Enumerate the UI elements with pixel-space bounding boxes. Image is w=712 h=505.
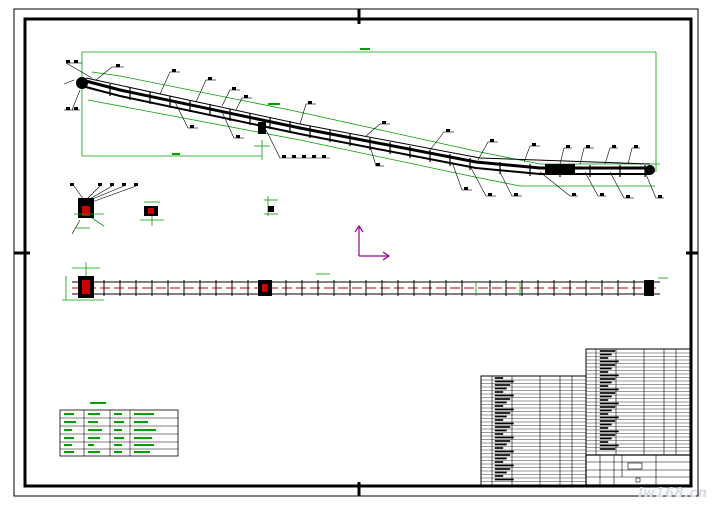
- parts-list-entry: [599, 399, 609, 401]
- parts-list-entry: [494, 394, 514, 397]
- title-block: [585, 454, 692, 486]
- tail-pulley: [645, 165, 655, 175]
- parts-list-entry: [494, 454, 511, 456]
- parts-list-left: [480, 375, 587, 486]
- watermark: lw168.cn: [638, 486, 708, 501]
- parts-list-entry: [494, 468, 511, 470]
- parts-list-entry: [494, 422, 514, 425]
- plan-view: [62, 262, 668, 301]
- leader-tags: [66, 60, 662, 198]
- parts-list-entry: [494, 412, 511, 414]
- parts-list-entry: [599, 392, 616, 394]
- parts-list-entry: [494, 436, 514, 439]
- parts-list-entry: [599, 395, 612, 398]
- parts-list-entry: [494, 440, 511, 442]
- parts-list-entry: [494, 415, 507, 418]
- conveyor-belt-top: [81, 78, 650, 170]
- parts-list-entry: [494, 401, 507, 404]
- parts-list-entry: [599, 350, 616, 352]
- parts-list-entry: [599, 427, 609, 429]
- parts-list-entry: [599, 416, 619, 419]
- centring-marks: [14, 9, 698, 496]
- parts-list-entry: [494, 384, 511, 386]
- parts-list-entry: [494, 405, 504, 407]
- parts-list-entry: [494, 464, 514, 467]
- legend-table: [59, 402, 179, 457]
- parts-list-entry: [599, 388, 619, 391]
- parts-list-entry: [494, 457, 507, 460]
- plan-tail-unit: [644, 280, 654, 296]
- parts-list-entry: [494, 475, 504, 477]
- parts-list-entry: [494, 377, 504, 379]
- parts-list-entry: [494, 408, 514, 411]
- parts-list-entry: [494, 447, 504, 449]
- parts-list-entry: [494, 429, 507, 432]
- parts-list-entry: [494, 471, 507, 474]
- parts-list-entry: [599, 367, 612, 370]
- ucs-axis-icon: [354, 224, 391, 261]
- parts-list-entry: [599, 378, 616, 380]
- parts-list-entry: [599, 371, 609, 373]
- parts-list-entry: [599, 385, 609, 387]
- parts-list-right: [585, 348, 692, 456]
- parts-list-entry: [599, 434, 616, 436]
- drive-unit-detail: [70, 183, 138, 235]
- parts-list-entry: [494, 478, 514, 481]
- parts-list-entry: [599, 430, 619, 433]
- parts-list-entry: [599, 374, 619, 377]
- tension-unit: [258, 122, 266, 134]
- conveyor-frame: [85, 77, 651, 165]
- parts-list-entry: [599, 444, 619, 447]
- parts-list-entry: [494, 387, 507, 390]
- parts-list-entry: [494, 450, 514, 453]
- parts-list-entry: [494, 461, 504, 463]
- parts-list-entry: [599, 353, 612, 356]
- parts-list-entry: [599, 448, 616, 450]
- parts-list-entry: [599, 423, 612, 426]
- parts-list-entry: [494, 419, 504, 421]
- transition-section: [545, 164, 575, 174]
- parts-list-entry: [494, 433, 504, 435]
- parts-list-entry: [494, 391, 504, 393]
- parts-list-entry: [599, 437, 612, 440]
- parts-list-entry: [599, 406, 616, 408]
- elevation-leaders: [63, 62, 664, 199]
- parts-list-entry: [599, 381, 612, 384]
- parts-list-entry: [599, 441, 609, 443]
- elevation-view: [63, 48, 664, 199]
- parts-list-entry: [599, 409, 612, 412]
- parts-list-entry: [494, 426, 511, 428]
- parts-list-entry: [599, 420, 616, 422]
- parts-list-entry: [599, 364, 616, 366]
- parts-list-entry: [599, 357, 609, 359]
- parts-list-entry: [494, 443, 507, 446]
- parts-list-entry: [494, 380, 514, 383]
- head-pulley: [76, 77, 88, 89]
- parts-list-entry: [599, 413, 609, 415]
- parts-list-entry: [599, 360, 619, 363]
- bracket-detail: [264, 196, 278, 216]
- parts-list-entry: [599, 402, 619, 405]
- plan-idlers: [103, 280, 635, 296]
- pulley-detail: [140, 201, 164, 226]
- parts-list-entry: [494, 398, 511, 400]
